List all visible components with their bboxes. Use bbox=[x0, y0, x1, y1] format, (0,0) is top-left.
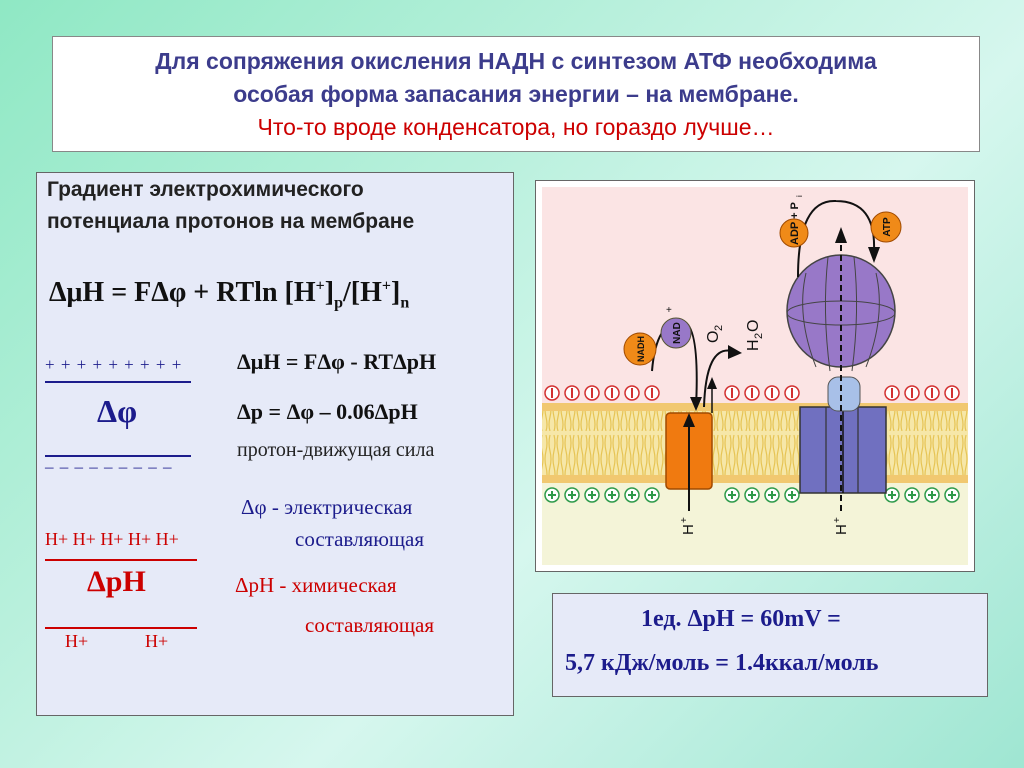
h-plus-bottom-left: H+ bbox=[65, 631, 89, 651]
adp-sub: i bbox=[795, 195, 804, 197]
lipid-heads-bottom bbox=[542, 475, 968, 483]
positive-charges-row bbox=[544, 487, 960, 503]
nad-badge bbox=[660, 317, 692, 349]
minus-plate-line bbox=[45, 455, 191, 457]
minus-charges: – – – – – – – – – bbox=[45, 457, 173, 476]
o2-label-group: O 2 bbox=[705, 325, 725, 343]
atp-label: ATP bbox=[882, 217, 893, 237]
main-eq-part3: /[H bbox=[342, 277, 382, 308]
lipid-bilayer bbox=[542, 403, 968, 483]
main-eq-sub1: p bbox=[334, 294, 343, 312]
o2-label: O bbox=[705, 331, 722, 343]
title-box: Для сопряжения окисления НАДН с синтезом… bbox=[52, 36, 980, 152]
atp-arrow-icon bbox=[868, 247, 880, 263]
panel-heading-line-2: потенциала протонов на мембране bbox=[47, 210, 415, 233]
plus-charges: + + + + + + + + + bbox=[45, 355, 183, 374]
h-plus-right-sup: + bbox=[832, 517, 843, 523]
phi-description-line-2: составляющая bbox=[295, 527, 425, 551]
h-plus-top-4: H+ bbox=[127, 529, 152, 549]
lipid-heads-top bbox=[542, 403, 968, 411]
energy-equivalence-box: 1ед. ΔpH = 60mV = 5,7 кДж/моль = 1.4ккал… bbox=[552, 593, 988, 697]
h-plus-left-sup: + bbox=[679, 517, 690, 523]
energy-line-2: 5,7 кДж/моль = 1.4ккал/моль bbox=[565, 650, 879, 676]
ph-description-line-2: составляющая bbox=[305, 613, 435, 637]
ph-top-line bbox=[45, 559, 197, 561]
adp-badge bbox=[779, 218, 809, 248]
main-eq-part4: ] bbox=[391, 277, 401, 308]
nadh-label: NADH bbox=[636, 336, 646, 362]
plus-plate-line bbox=[45, 381, 191, 383]
main-eq-part2: ] bbox=[324, 277, 335, 308]
atp-badge bbox=[870, 211, 902, 243]
h-plus-left-group: H + bbox=[679, 517, 697, 535]
energy-line-1: 1ед. ΔpH = 60mV = bbox=[641, 606, 841, 632]
nad-label: NAD bbox=[672, 322, 683, 344]
delta-phi-label: Δφ bbox=[97, 393, 138, 429]
atp-synthase-stalk bbox=[827, 376, 861, 412]
nadh-badge bbox=[623, 332, 657, 366]
ph-description-line-1: ΔpH - химическая bbox=[235, 573, 397, 597]
h2o-label-group: H 2 O bbox=[745, 320, 765, 351]
h-plus-left: H bbox=[680, 524, 697, 535]
header-line-1: Для сопряжения окисления НАДН с синтезом… bbox=[155, 48, 877, 74]
membrane-diagram: NADH NAD + O 2 H 2 O ADP + P i ATP H + H… bbox=[535, 180, 975, 572]
h2o-arrow-icon bbox=[728, 345, 742, 359]
h-plus-right: H bbox=[833, 524, 850, 535]
negative-charges-row bbox=[544, 385, 960, 401]
membrane-svg: NADH NAD + O 2 H 2 O ADP + P i ATP H + H… bbox=[542, 187, 968, 565]
h-plus-right-group: H + bbox=[832, 517, 850, 535]
h-plus-top-1: H+ bbox=[45, 529, 69, 549]
main-eq-sub2: n bbox=[400, 294, 410, 312]
equation-2: ΔμH = FΔφ - RTΔpH bbox=[237, 349, 437, 374]
header-line-3: Что-то вроде конденсатора, но гораздо лу… bbox=[257, 114, 775, 140]
phi-description-line-1: Δφ - электрическая bbox=[241, 495, 413, 519]
nad-plus-sign: + bbox=[666, 305, 672, 316]
ph-bottom-line bbox=[45, 627, 197, 629]
main-eq-part1: ΔμH = FΔφ + RTln [H bbox=[49, 277, 316, 308]
adp-label: ADP + P bbox=[789, 202, 801, 245]
proton-force-label: протон-движущая сила bbox=[237, 439, 435, 461]
delta-ph-label: ΔpH bbox=[87, 565, 146, 598]
main-eq-sup1: + bbox=[315, 277, 325, 295]
gradient-panel: Градиент электрохимического потенциала п… bbox=[36, 172, 514, 716]
h-plus-top-row: H+ H+ H+ H+ H+ bbox=[45, 529, 179, 550]
main-eq-sup2: + bbox=[381, 277, 391, 295]
h-plus-top-2: H+ bbox=[72, 529, 96, 549]
up-arrow-icon bbox=[835, 227, 847, 243]
h-plus-top-5: H+ bbox=[155, 529, 179, 549]
main-equation: ΔμH = FΔφ + RTln [H+]p/[H+]n bbox=[49, 277, 409, 313]
o2-sub: 2 bbox=[713, 325, 725, 331]
nad-arrow-icon bbox=[690, 397, 702, 411]
adp-label-group: ADP + P i bbox=[789, 195, 804, 245]
panel-heading-line-1: Градиент электрохимического bbox=[47, 178, 364, 201]
h2o-o: O bbox=[745, 320, 762, 332]
h2o-h: H bbox=[745, 339, 762, 351]
h-plus-bottom-right: H+ bbox=[145, 631, 169, 651]
h2o-sub: 2 bbox=[753, 333, 765, 339]
header-line-2: особая форма запасания энергии – на мемб… bbox=[233, 81, 799, 107]
equation-3: Δp = Δφ – 0.06ΔpH bbox=[237, 399, 418, 424]
h-plus-top-3: H+ bbox=[100, 529, 124, 549]
